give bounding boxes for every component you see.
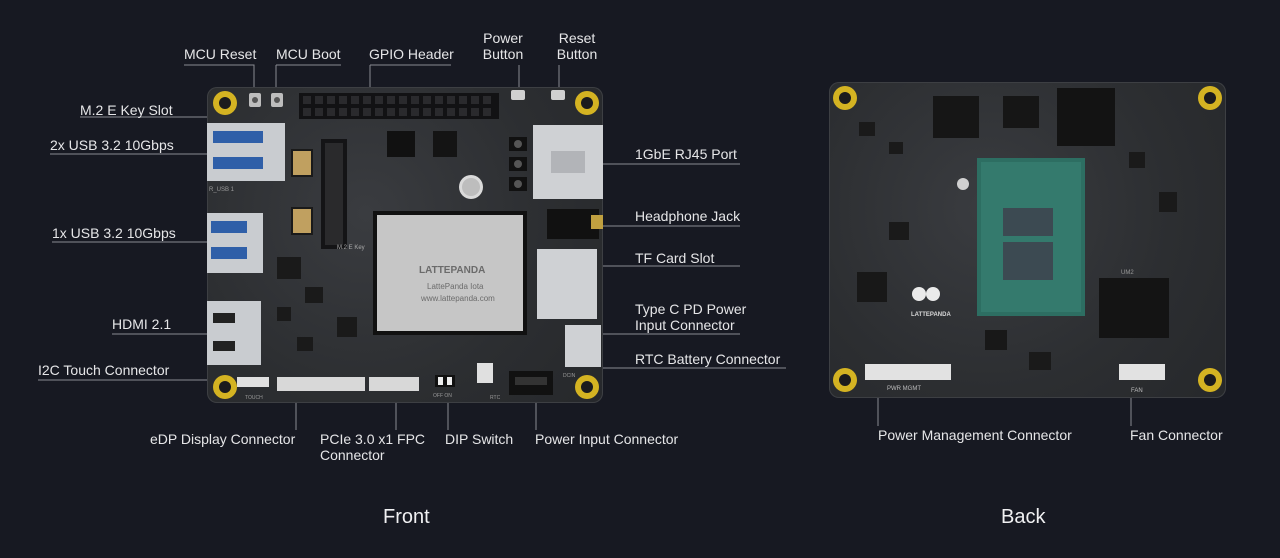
back-brand-silkscreen: LATTEPANDA xyxy=(911,312,951,318)
soc-die-1 xyxy=(1003,208,1053,236)
power-button-art xyxy=(511,90,525,100)
label-usb-2x: 2x USB 3.2 10Gbps xyxy=(50,137,174,153)
label-reset-button: Reset Button xyxy=(556,30,598,62)
mounting-hole-back-bl xyxy=(833,368,857,392)
back-board: UM2 LATTEPANDA PWR MGMT FAN xyxy=(829,82,1226,398)
label-gpio-header: GPIO Header xyxy=(369,46,454,62)
rtc-silkscreen: RTC xyxy=(490,395,501,401)
label-headphone: Headphone Jack xyxy=(635,208,741,224)
caption-front: Front xyxy=(383,506,430,528)
fan-connector-art xyxy=(1119,364,1165,380)
label-fan: Fan Connector xyxy=(1130,427,1223,443)
mounting-hole-front-tl xyxy=(213,91,237,115)
label-power-button: Power Button xyxy=(482,30,524,62)
type-c-art xyxy=(565,325,601,367)
label-type-c: Type C PD Power Input Connector xyxy=(635,301,747,333)
soc-die-2 xyxy=(1003,242,1053,280)
front-board-art: R_USB 1 TOUCH OFF ON RTC M.2 E Key xyxy=(207,90,603,401)
back-board-art: UM2 LATTEPANDA PWR MGMT FAN xyxy=(833,86,1222,394)
mounting-hole-front-br xyxy=(575,375,599,399)
label-pcie: PCIe 3.0 x1 FPC Connector xyxy=(320,431,426,463)
mounting-hole-front-bl xyxy=(213,375,237,399)
edp-connector-art xyxy=(277,377,365,391)
leader-mcu-reset xyxy=(184,64,255,96)
mounting-hole-back-tl xyxy=(833,86,857,110)
label-power-mgmt: Power Management Connector xyxy=(878,427,1072,443)
m2-silkscreen: M.2 E Key xyxy=(337,245,365,251)
label-m2-e-key-slot: M.2 E Key Slot xyxy=(80,102,173,118)
rtc-connector-art xyxy=(477,363,493,383)
caption-back: Back xyxy=(1001,506,1046,528)
label-mcu-boot: MCU Boot xyxy=(276,46,341,62)
label-power-input: Power Input Connector xyxy=(535,431,679,447)
fan-silkscreen: FAN xyxy=(1131,388,1143,394)
i2c-touch-art xyxy=(237,377,269,387)
label-dip-switch: DIP Switch xyxy=(445,431,514,447)
reset-button-art xyxy=(551,90,565,100)
brand-silkscreen: LATTEPANDA xyxy=(419,265,485,276)
usb-silkscreen: R_USB 1 xyxy=(209,187,235,193)
headphone-jack-art xyxy=(547,209,599,239)
label-tf-card: TF Card Slot xyxy=(635,250,715,266)
label-mcu-reset: MCU Reset xyxy=(184,46,257,62)
label-rj45: 1GbE RJ45 Port xyxy=(635,146,737,162)
url-silkscreen: www.lattepanda.com xyxy=(420,294,495,303)
dcin-silkscreen: DCIN xyxy=(563,373,576,379)
front-board: R_USB 1 TOUCH OFF ON RTC M.2 E Key xyxy=(207,87,603,403)
touch-silkscreen: TOUCH xyxy=(245,395,263,401)
mounting-hole-front-tr xyxy=(575,91,599,115)
model-silkscreen: LattePanda Iota xyxy=(427,282,484,291)
tf-card-slot-art xyxy=(537,249,597,319)
hdmi-port-art xyxy=(207,301,261,365)
mounting-hole-back-tr xyxy=(1198,86,1222,110)
back-brand-logo xyxy=(912,287,940,301)
power-mgmt-connector-art xyxy=(865,364,951,380)
pwr-mgmt-silkscreen: PWR MGMT xyxy=(887,386,921,392)
um2-silkscreen: UM2 xyxy=(1121,270,1134,276)
label-hdmi: HDMI 2.1 xyxy=(112,316,172,332)
label-usb-1x: 1x USB 3.2 10Gbps xyxy=(52,225,176,241)
dip-silkscreen: OFF ON xyxy=(433,393,452,399)
mounting-hole-back-br xyxy=(1198,368,1222,392)
label-edp: eDP Display Connector xyxy=(150,431,296,447)
label-i2c-touch: I2C Touch Connector xyxy=(38,362,170,378)
pcie-fpc-art xyxy=(369,377,419,391)
label-rtc-battery: RTC Battery Connector xyxy=(635,351,781,367)
